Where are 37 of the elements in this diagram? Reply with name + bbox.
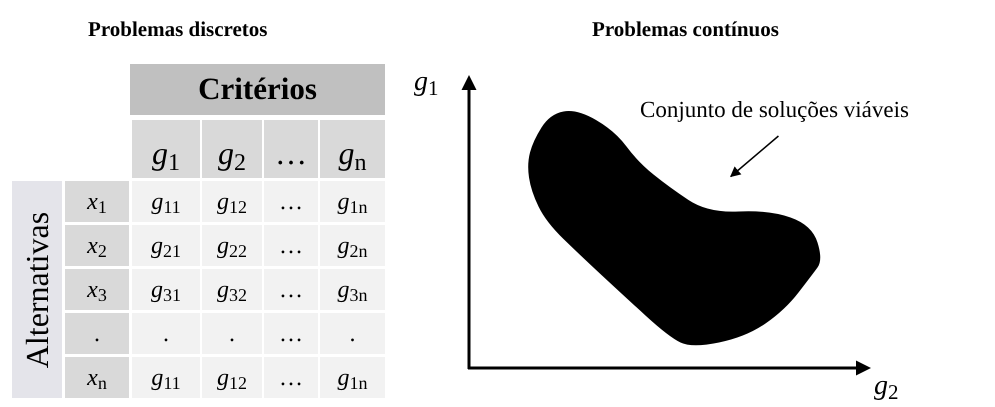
table-cell: g$_{1n}$ [320,357,385,398]
table-cell: . [132,313,200,354]
table-cell: g$_{21}$ [132,225,200,266]
table-cell: g$_{11}$ [132,181,200,222]
table-cell: … [264,181,318,222]
table-cell: g$_{1n}$ [320,181,385,222]
axis-label: g$_{2}$ [874,372,898,400]
row-group-label: Alternativas [18,211,56,368]
table-cell: g$_{22}$ [202,225,262,266]
annotation-text: Conjunto de soluções viáveis [640,92,909,128]
table-cell: … [264,120,318,178]
table-cell: g$_{32}$ [202,269,262,310]
table-cell: . [65,313,129,354]
axis-label: g$_{1}$ [414,68,438,96]
table-cell: . [320,313,385,354]
table-cell: g$_{12}$ [202,357,262,398]
table-cell: x$_{n}$ [65,357,129,398]
table-cell: … [264,269,318,310]
table-cell: g$_{3n}$ [320,269,385,310]
table-cell: x$_{1}$ [65,181,129,222]
table-cell: g$_{11}$ [132,357,200,398]
table-cell: … [264,357,318,398]
table-cell: x$_{2}$ [65,225,129,266]
table-cell: g$_{2n}$ [320,225,385,266]
heading: Problemas discretos [88,16,268,43]
table-cell: g$_{2}$ [202,120,262,178]
table-cell: g$_{31}$ [132,269,200,310]
table-cell: g$_{1}$ [132,120,200,178]
heading: Problemas contínuos [592,16,779,43]
table-cell: … [264,225,318,266]
leader-arrow [730,135,779,178]
table-cell: g$_{n}$ [320,120,385,178]
table-cell: x$_{3}$ [65,269,129,310]
table-header: Critérios [130,64,385,115]
table-cell: … [264,313,318,354]
table-cell: . [202,313,262,354]
table-cell: g$_{12}$ [202,181,262,222]
